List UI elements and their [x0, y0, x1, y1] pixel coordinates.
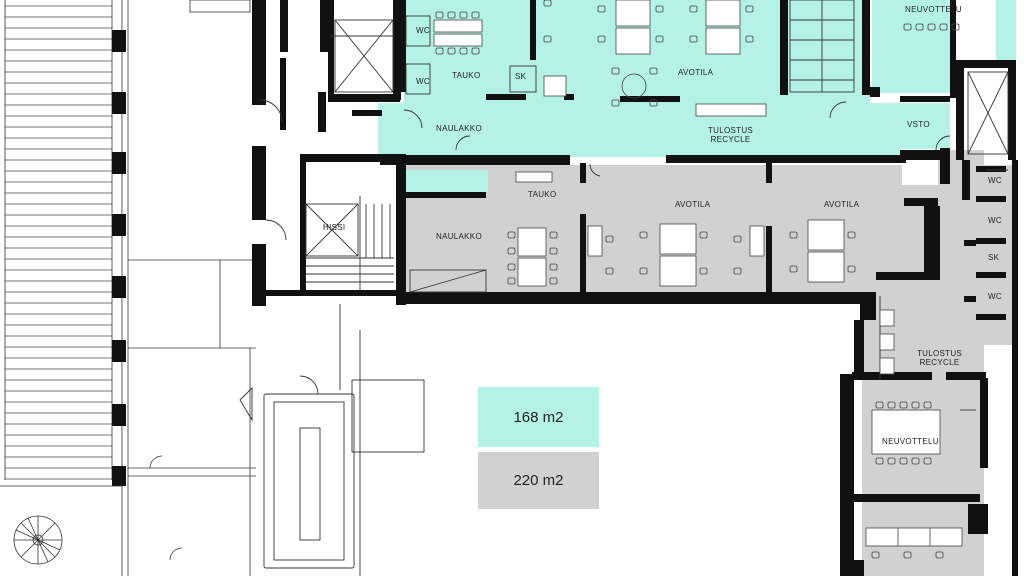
chair: [639, 231, 648, 239]
chair: [549, 263, 558, 271]
chair: [447, 11, 456, 19]
chair: [733, 267, 742, 275]
legend-teal-label: 168 m2: [513, 408, 564, 426]
chair: [745, 35, 754, 43]
legend-grey-swatch: [478, 452, 599, 509]
recycle-text: RECYCLE: [710, 135, 751, 144]
chair: [471, 47, 480, 55]
room-label-wc-r2: WC: [988, 216, 1002, 225]
room-label-sk-r: SK: [988, 253, 1000, 262]
chairs: [435, 0, 960, 559]
tulostus-r-text: TULOSTUS: [917, 349, 963, 358]
room-label-wc-1: WC: [416, 26, 430, 35]
chair: [649, 99, 658, 107]
room-label-naulakko-top: NAULAKKO: [436, 124, 482, 133]
chair: [939, 23, 948, 31]
room-label-avotila-mid-2: AVOTILA: [824, 200, 860, 209]
chair: [699, 231, 708, 239]
chair: [471, 11, 480, 19]
room-label-wc-r1: WC: [988, 176, 1002, 185]
chair: [911, 457, 920, 465]
room-label-avotila-top: AVOTILA: [678, 68, 714, 77]
chair: [435, 11, 444, 19]
chair: [899, 457, 908, 465]
walls: [252, 0, 1018, 576]
chair: [745, 5, 754, 13]
tulostus-text: TULOSTUS: [708, 126, 754, 135]
room-label-tulostus-r: TULOSTUS RECYCLE: [917, 349, 962, 367]
chair: [789, 231, 798, 239]
room-label-avotila-mid-1: AVOTILA: [675, 200, 711, 209]
room-label-neuvottelu-r: NEUVOTTELU: [882, 437, 939, 446]
chair: [847, 231, 856, 239]
chair: [605, 267, 614, 275]
chair: [639, 267, 648, 275]
left-facade: [4, 0, 123, 576]
chair: [875, 401, 884, 409]
room-label-tauko-top: TAUKO: [452, 71, 481, 80]
facade-stripes: [5, 5, 112, 480]
chair: [887, 401, 896, 409]
recycle-r-text: RECYCLE: [919, 358, 960, 367]
chair: [927, 23, 936, 31]
legend-teal-swatch: [478, 387, 599, 447]
chair: [507, 247, 516, 255]
chair: [899, 401, 908, 409]
room-label-vsto: VSTO: [907, 120, 930, 129]
chair: [549, 277, 558, 285]
chair: [611, 99, 620, 107]
chair: [543, 35, 552, 43]
chair: [789, 265, 798, 273]
chair: [887, 457, 896, 465]
chair: [935, 551, 944, 559]
chair: [611, 67, 620, 75]
thin-walls: [239, 0, 1009, 576]
room-label-tauko-mid: TAUKO: [528, 190, 557, 199]
chair: [597, 35, 606, 43]
chair: [903, 551, 912, 559]
room-label-wc-r3: WC: [988, 292, 1002, 301]
chair: [655, 5, 664, 13]
chair: [507, 277, 516, 285]
chair: [447, 47, 456, 55]
chair: [689, 5, 698, 13]
furniture: [433, 0, 963, 547]
chair: [459, 11, 468, 19]
chair: [605, 235, 614, 243]
chair: [549, 247, 558, 255]
chair: [655, 35, 664, 43]
chair: [507, 263, 516, 271]
chair: [459, 47, 468, 55]
chair: [871, 551, 880, 559]
chair: [543, 0, 552, 7]
chair: [733, 235, 742, 243]
legend-grey-label: 220 m2: [513, 471, 564, 489]
room-label-naulakko-mid: NAULAKKO: [436, 232, 482, 241]
facade-piers: [112, 30, 126, 486]
chair: [923, 401, 932, 409]
room-label-sk-top: SK: [515, 72, 527, 81]
chair: [507, 231, 516, 239]
chair: [911, 401, 920, 409]
chair: [903, 23, 912, 31]
chair: [699, 267, 708, 275]
teal-corridor: [402, 170, 488, 192]
spiral-stair: [13, 515, 63, 565]
chair: [435, 47, 444, 55]
room-label-tulostus-top: TULOSTUS RECYCLE: [708, 126, 753, 144]
chair: [549, 231, 558, 239]
room-label-hissi: HISSI: [323, 223, 346, 232]
chair: [649, 67, 658, 75]
chair: [951, 23, 960, 31]
chair: [847, 265, 856, 273]
chair: [597, 5, 606, 13]
chair: [875, 457, 884, 465]
chair: [689, 35, 698, 43]
room-label-neuvottelu-top: NEUVOTTELU: [905, 5, 962, 14]
room-label-wc-2: WC: [416, 77, 430, 86]
left-walls: [0, 0, 256, 576]
chair: [915, 23, 924, 31]
chair: [923, 457, 932, 465]
